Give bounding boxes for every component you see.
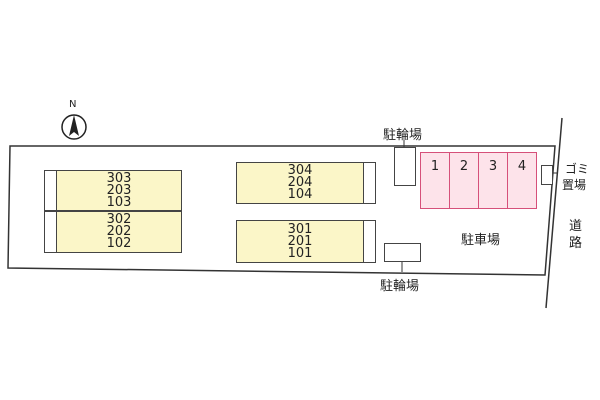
unit-label: 103 xyxy=(106,194,132,210)
bicycle-parking-bottom xyxy=(384,243,421,262)
building-302-202-102: 302 202 102 xyxy=(56,211,182,253)
building-303-203-103: 303 203 103 xyxy=(56,170,182,211)
unit-label: 301 xyxy=(287,221,313,237)
unit-label: 302 xyxy=(106,212,132,227)
parking-lot-label: 駐車場 xyxy=(461,233,501,248)
parking-space-2: 2 xyxy=(449,152,479,209)
parking-space-3: 3 xyxy=(478,152,508,209)
unit-label: 304 xyxy=(287,163,313,178)
garbage-label-line2: 置場 xyxy=(562,178,587,192)
unit-label: 203 xyxy=(106,182,132,198)
unit-label: 201 xyxy=(287,233,313,249)
garbage-area xyxy=(541,165,553,185)
stair-lower-right xyxy=(363,220,376,263)
stair-upper-right xyxy=(363,162,376,204)
road-label: 道 路 xyxy=(569,218,582,252)
north-label: N xyxy=(69,99,77,110)
bicycle-parking-label-bottom: 駐輪場 xyxy=(380,279,420,294)
unit-label: 102 xyxy=(106,236,132,251)
garbage-label-line1: ゴミ xyxy=(565,162,590,176)
unit-label: 303 xyxy=(106,170,132,186)
north-arrow-icon xyxy=(61,114,87,140)
road-label-char: 路 xyxy=(569,236,583,251)
unit-label: 101 xyxy=(287,245,313,261)
road-edge-line xyxy=(545,117,563,309)
parking-space-1: 1 xyxy=(420,152,450,209)
bicycle-parking-top xyxy=(394,147,416,186)
building-301-201-101: 301 201 101 xyxy=(236,220,364,263)
parking-space-4: 4 xyxy=(507,152,537,209)
unit-label: 202 xyxy=(106,224,132,239)
building-304-204-104: 304 204 104 xyxy=(236,162,364,204)
unit-label: 204 xyxy=(287,175,313,190)
bicycle-parking-label-top: 駐輪場 xyxy=(383,128,423,143)
road-label-char: 道 xyxy=(569,219,583,234)
unit-label: 104 xyxy=(287,187,313,202)
